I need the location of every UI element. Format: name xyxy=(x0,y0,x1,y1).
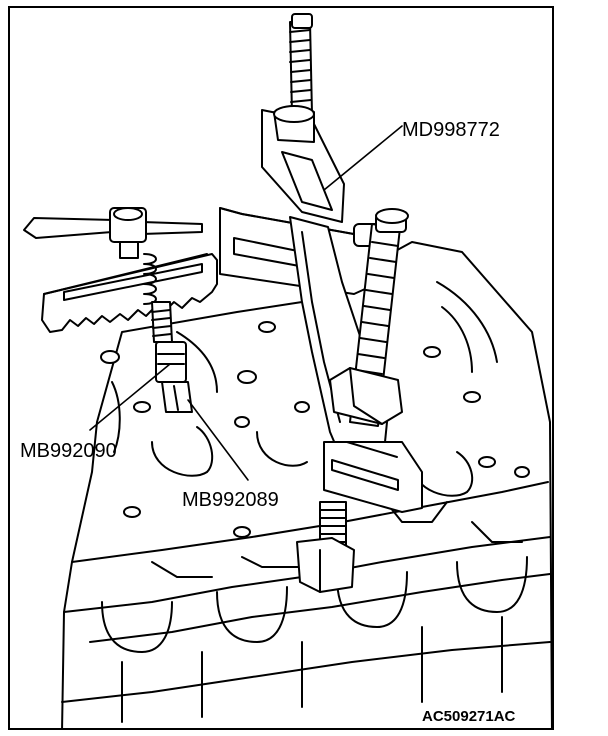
engine-illustration xyxy=(23,13,552,728)
label-md998772: MD998772 xyxy=(402,119,500,141)
tool-mb992090 xyxy=(23,207,203,413)
label-mb992090: MB992090 xyxy=(20,440,117,462)
figure-code: AC509271AC xyxy=(422,708,516,725)
tool-md998772 xyxy=(219,13,423,593)
support-plate xyxy=(41,253,218,333)
label-mb992089: MB992089 xyxy=(182,489,279,511)
leader-lines xyxy=(89,125,403,481)
figure-frame: MD998772 MB992090 MB992089 AC509271AC xyxy=(8,6,554,730)
